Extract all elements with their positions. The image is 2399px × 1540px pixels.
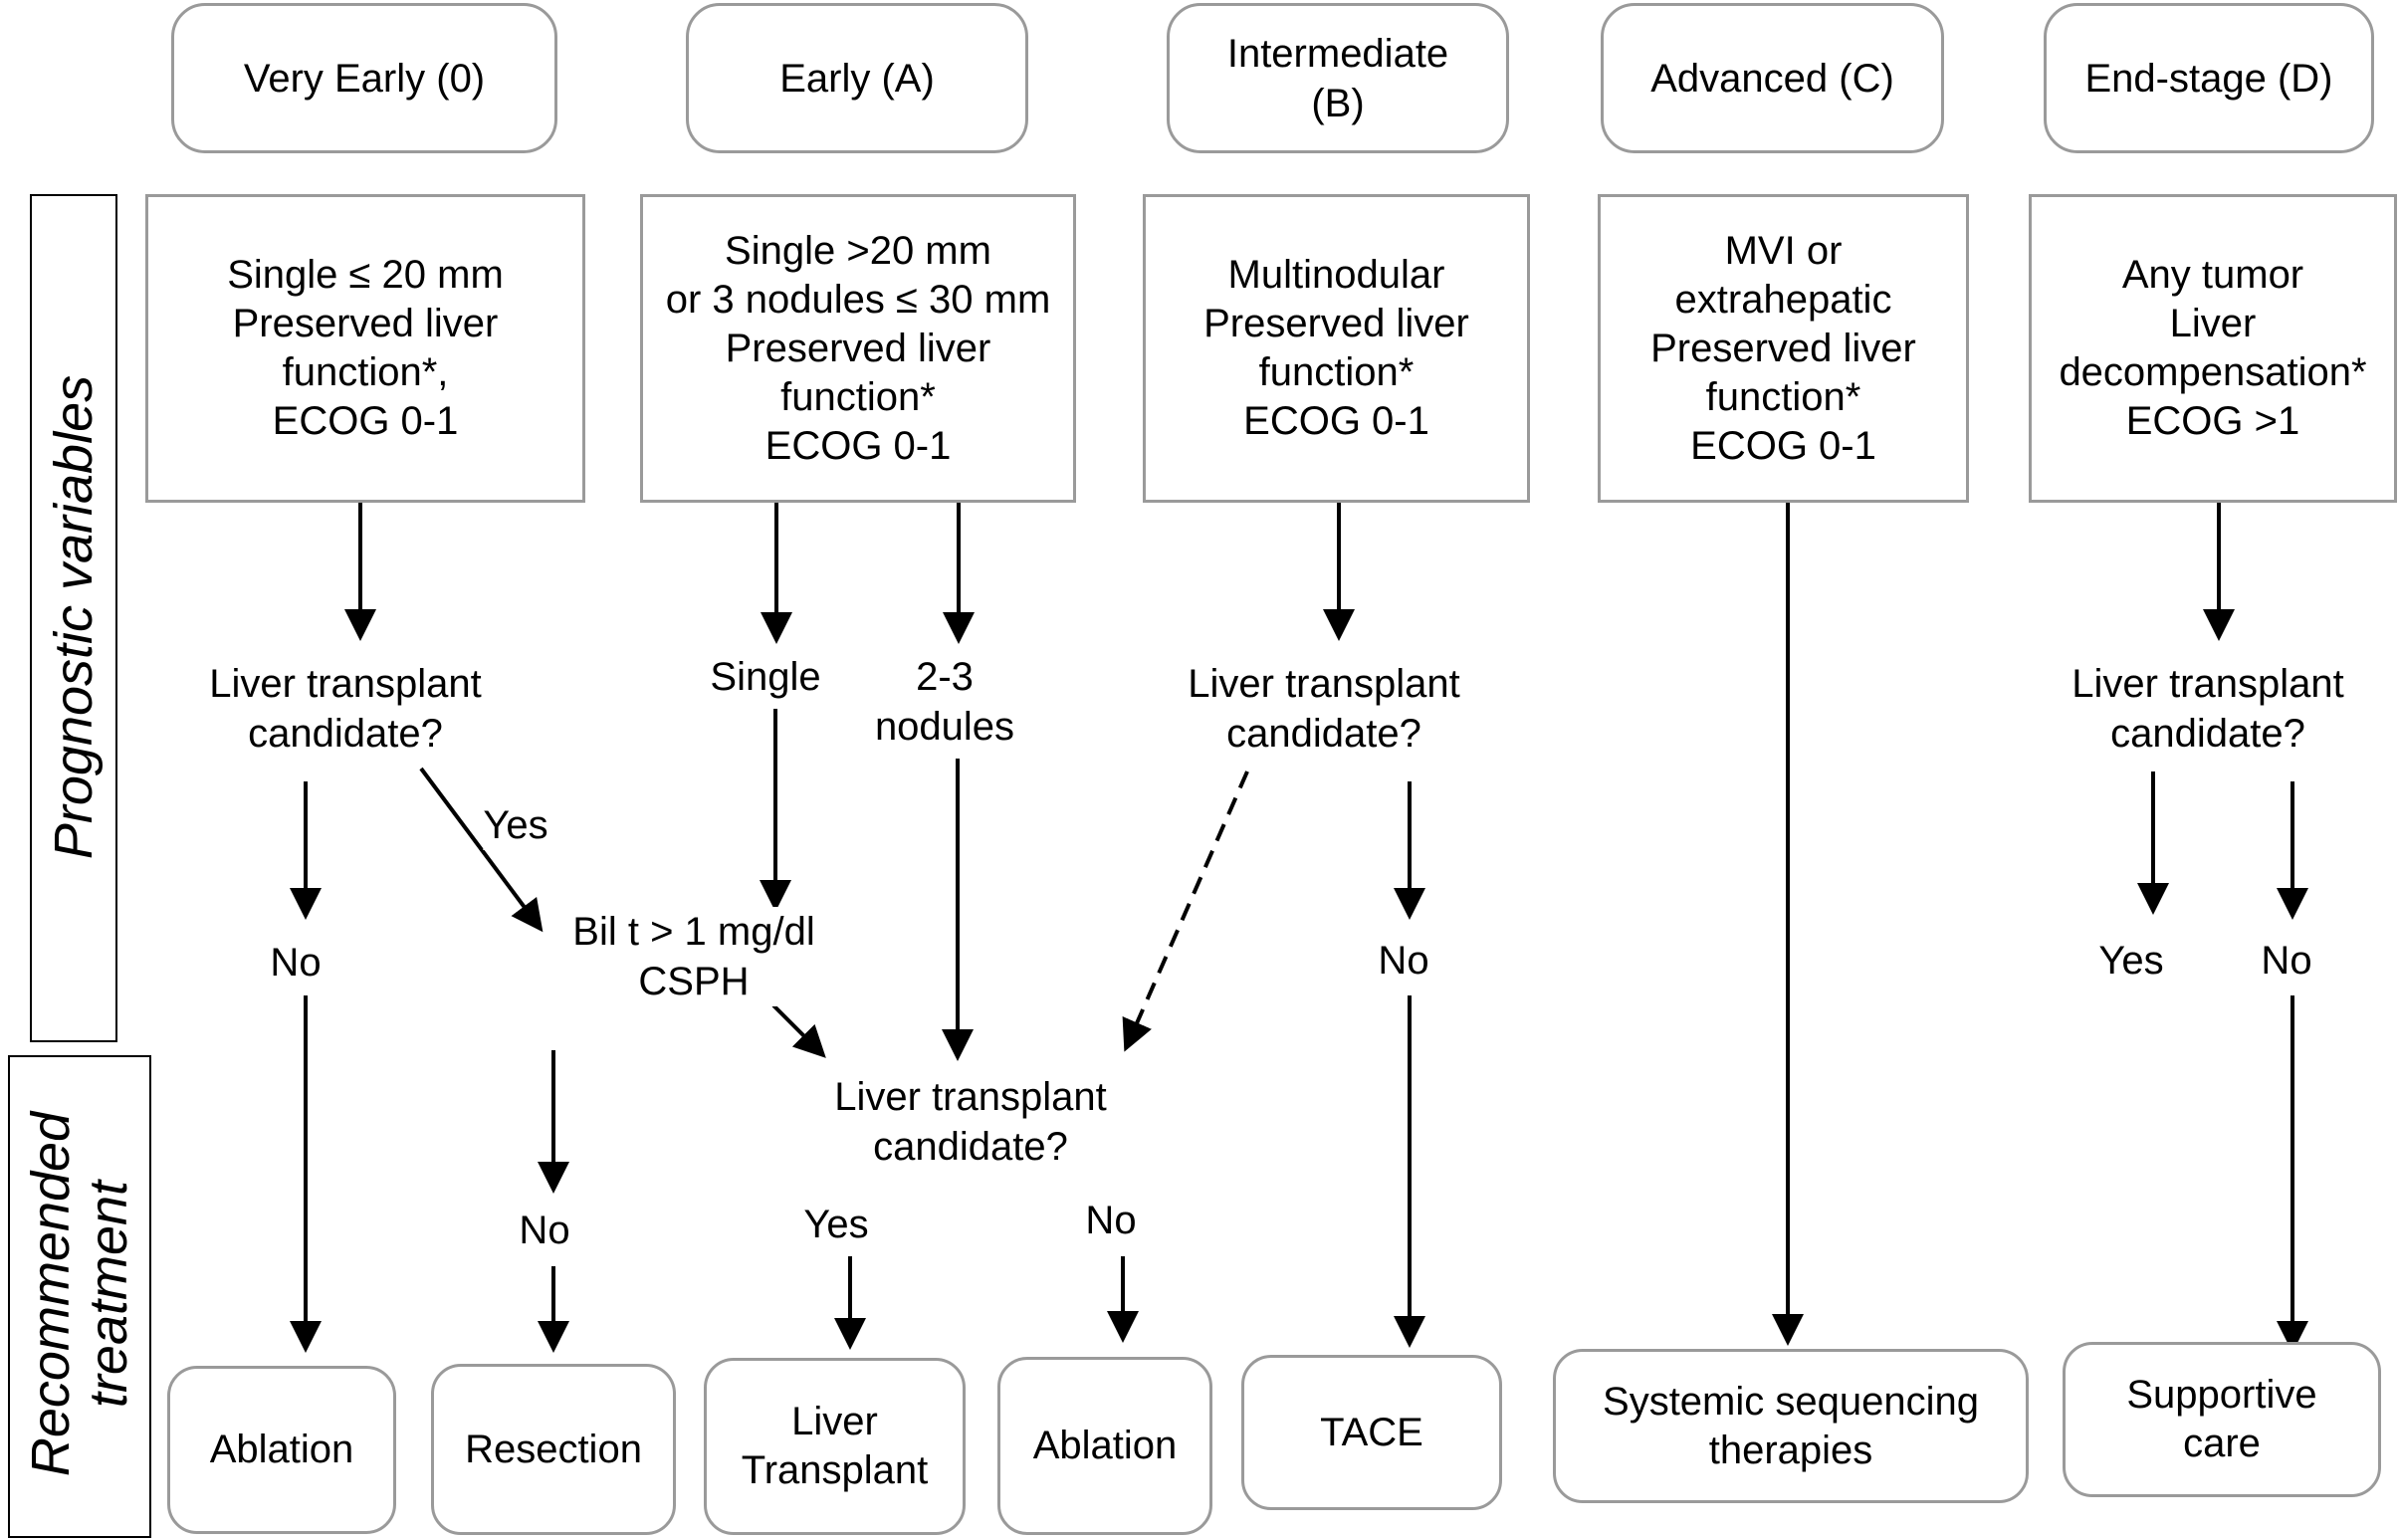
decision-label-line: Liver transplant: [209, 662, 482, 706]
treatment-label: TACE: [1320, 1410, 1423, 1454]
stage-very-early: Very Early (0): [171, 3, 557, 153]
arrow-lt-candidate-dashed-to-transplant: [1122, 770, 1249, 1052]
treatment-label: Resection: [465, 1427, 642, 1471]
variable-line: ECOG 0-1: [764, 423, 952, 468]
lt-candidate-question-end-stage: Liver transplant candidate?: [2072, 659, 2344, 759]
stage-very-early-label: Very Early (0): [243, 56, 486, 101]
decision-label-line: CSPH: [638, 960, 750, 1003]
lt-candidate-question-center: Liver transplant candidate?: [834, 1072, 1107, 1172]
variables-very-early: Single ≤ 20 mm Preserved liver function*…: [145, 194, 585, 503]
decision-label-line: Liver transplant: [834, 1075, 1107, 1119]
treatment-label-line2: care: [2183, 1422, 2261, 1465]
stage-advanced: Advanced (C): [1601, 3, 1944, 153]
variable-line: Preserved liver: [725, 326, 991, 370]
variables-end-stage: Any tumor Liver decompensation* ECOG >1: [2029, 194, 2397, 503]
treatment-label-line2: therapies: [1708, 1428, 1873, 1472]
lt-candidate-question-intermediate: Liver transplant candidate?: [1188, 659, 1460, 759]
decision-label-line: Bil t > 1 mg/dl: [572, 910, 815, 954]
variable-line: MVI or: [1724, 228, 1843, 273]
yes-label-end-stage: Yes: [2098, 936, 2164, 986]
variable-line: ECOG 0-1: [1690, 423, 1876, 468]
decision-label-line: candidate?: [248, 712, 443, 756]
treatment-ablation-2: Ablation: [997, 1357, 1212, 1535]
treatment-ablation-1: Ablation: [167, 1366, 396, 1534]
yes-label-transplant: Yes: [803, 1200, 869, 1249]
stage-end-stage-label: End-stage (D): [2084, 56, 2333, 101]
decision-label-line: Liver transplant: [2072, 662, 2344, 706]
variable-line: Preserved liver: [1203, 302, 1469, 345]
variable-line: function*: [1705, 374, 1861, 419]
treatment-label-line1: Supportive: [2126, 1373, 2317, 1417]
variable-line: Preserved liver: [232, 302, 499, 345]
single-label: Single: [710, 652, 821, 702]
variable-line: extrahepatic: [1674, 277, 1892, 322]
variable-line: function*,: [282, 350, 449, 394]
variable-line: Multinodular: [1227, 253, 1445, 297]
prognostic-variables-panel: [30, 194, 117, 1042]
treatment-label-line1: Systemic sequencing: [1603, 1379, 1979, 1424]
no-label-very-early: No: [270, 938, 322, 988]
stage-end-stage: End-stage (D): [2044, 3, 2374, 153]
decision-label-line: 2-3: [916, 655, 974, 699]
recommended-treatment-label-line1: Recommended: [21, 1111, 81, 1477]
no-label-ablation: No: [1085, 1196, 1137, 1245]
stage-early-label: Early (A): [779, 56, 935, 101]
treatment-label: Ablation: [1032, 1424, 1178, 1467]
lt-candidate-question-very-early: Liver transplant candidate?: [209, 659, 482, 759]
stage-advanced-label: Advanced (C): [1650, 56, 1894, 101]
variable-line: Liver: [2169, 302, 2257, 345]
variable-line: or 3 nodules ≤ 30 mm: [665, 277, 1051, 322]
no-label-tace: No: [1378, 936, 1429, 986]
prognostic-variables-label: Prognostic variables: [44, 374, 104, 860]
recommended-treatment-panel: [8, 1055, 151, 1538]
treatment-systemic-therapies: Systemic sequencing therapies: [1553, 1349, 2029, 1503]
stage-intermediate-label-line1: Intermediate: [1226, 31, 1449, 76]
no-label-resection: No: [519, 1206, 570, 1255]
decision-label-line: candidate?: [1226, 712, 1421, 756]
stage-intermediate: Intermediate (B): [1167, 3, 1509, 153]
variable-line: Single ≤ 20 mm: [227, 253, 504, 297]
yes-label-very-early: Yes: [483, 800, 548, 850]
variable-line: decompensation*: [2059, 350, 2367, 394]
arrow-bil-to-lt-candidate-mid: [771, 1003, 826, 1058]
decision-label-line: candidate?: [2110, 712, 2305, 756]
decision-label-line: Liver transplant: [1188, 662, 1460, 706]
variable-line: ECOG >1: [2125, 399, 2300, 443]
treatment-supportive-care: Supportive care: [2063, 1342, 2381, 1497]
variable-line: function*: [780, 374, 936, 419]
variable-line: Single >20 mm: [725, 228, 991, 273]
variable-line: ECOG 0-1: [1243, 399, 1429, 443]
stage-intermediate-label-line2: (B): [1311, 81, 1365, 125]
treatment-tace: TACE: [1241, 1355, 1502, 1510]
recommended-treatment-label-line2: treatment: [79, 1180, 138, 1409]
variable-line: Any tumor: [2121, 253, 2304, 297]
variables-advanced: MVI or extrahepatic Preserved liver func…: [1598, 194, 1969, 503]
variables-intermediate: Multinodular Preserved liver function* E…: [1143, 194, 1530, 503]
variables-early: Single >20 mm or 3 nodules ≤ 30 mm Prese…: [640, 194, 1076, 503]
variable-line: Preserved liver: [1650, 326, 1916, 370]
stage-early: Early (A): [686, 3, 1028, 153]
treatment-resection: Resection: [431, 1364, 676, 1535]
two-three-nodules-label: 2-3 nodules: [874, 652, 1015, 752]
treatment-label-line2: Transplant: [741, 1448, 929, 1492]
variable-line: function*: [1258, 350, 1415, 394]
variable-line: ECOG 0-1: [272, 399, 459, 443]
treatment-liver-transplant: Liver Transplant: [704, 1358, 966, 1535]
recommended-treatment-label: Recommended treatment: [21, 1111, 138, 1477]
no-label-end-stage: No: [2261, 936, 2312, 986]
treatment-label: Ablation: [209, 1428, 354, 1471]
arrow-lt-candidate-yes-to-bil: [419, 767, 544, 933]
decision-label-line: nodules: [874, 705, 1015, 749]
bilirubin-csph-label: Bil t > 1 mg/dl CSPH: [572, 907, 815, 1006]
decision-label-line: candidate?: [873, 1125, 1068, 1169]
treatment-label-line1: Liver: [791, 1400, 878, 1443]
